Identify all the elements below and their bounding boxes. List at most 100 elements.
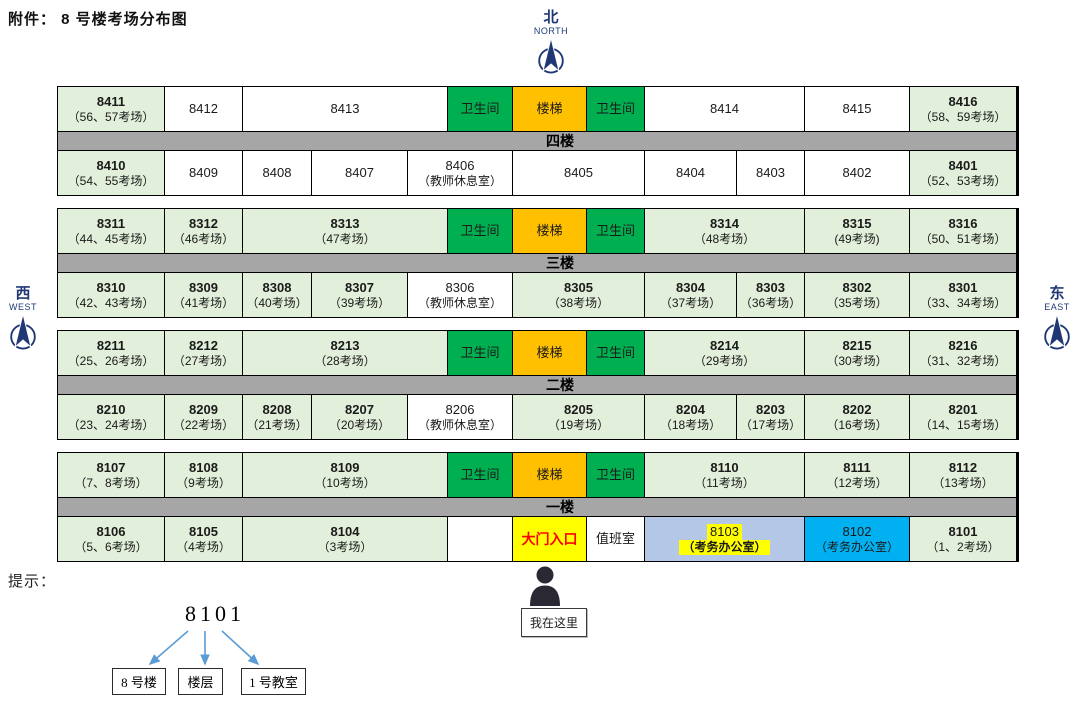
room-8103: 8103（考务办公室） bbox=[645, 517, 804, 561]
room-8408: 8408 bbox=[243, 151, 311, 195]
room-subtitle: （31、32考场） bbox=[919, 353, 1007, 368]
room-number: 8211 bbox=[96, 337, 126, 353]
room-subtitle: （1、2考场） bbox=[926, 539, 1000, 554]
room-subtitle: （58、59考场） bbox=[919, 109, 1007, 124]
room-subtitle: （10考场） bbox=[314, 475, 376, 490]
room-number: 8202 bbox=[842, 401, 872, 417]
room-number: 8110 bbox=[710, 459, 739, 475]
room-8211: 8211（25、26考场） bbox=[58, 331, 164, 375]
door-cell: 大门入口 bbox=[513, 517, 586, 561]
room-number: 大门入口 bbox=[521, 531, 578, 547]
room-subtitle: （17考场） bbox=[739, 417, 802, 432]
room-subtitle: （教师休息室） bbox=[417, 173, 502, 188]
room-8106: 8106（5、6考场） bbox=[58, 517, 164, 561]
room-8314: 8314（48考场） bbox=[645, 209, 804, 253]
restroom-cell: 卫生间 bbox=[448, 331, 512, 375]
room-number: 8316 bbox=[948, 215, 978, 231]
room-number: 8401 bbox=[948, 157, 978, 173]
room-number: 8104 bbox=[330, 523, 360, 539]
floor-label: 三楼 bbox=[546, 255, 574, 271]
room-number: 8108 bbox=[189, 459, 218, 475]
room-8415: 8415 bbox=[805, 87, 909, 131]
room-number: 8411 bbox=[96, 93, 126, 109]
room-8201: 8201（14、15考场） bbox=[910, 395, 1016, 439]
room-8110: 8110（11考场） bbox=[645, 453, 804, 497]
room-number: 8412 bbox=[189, 101, 218, 116]
room-number: 卫生间 bbox=[460, 223, 500, 238]
room-number: 8216 bbox=[948, 337, 978, 353]
room-8107: 8107（7、8考场） bbox=[58, 453, 164, 497]
room-subtitle: （38考场） bbox=[547, 295, 610, 310]
room-8206: 8206（教师休息室） bbox=[408, 395, 512, 439]
room-number: 8203 bbox=[756, 401, 785, 417]
room-subtitle: （52、53考场） bbox=[919, 173, 1007, 188]
room-number: 楼梯 bbox=[536, 223, 563, 238]
room-subtitle: （42、43考场） bbox=[67, 295, 155, 310]
room-subtitle: （37考场） bbox=[659, 295, 722, 310]
room-number: 8210 bbox=[96, 401, 126, 417]
room-number: 8206 bbox=[445, 401, 475, 417]
room-number: 8103 bbox=[707, 523, 742, 540]
room-subtitle: （23、24考场） bbox=[67, 417, 155, 432]
hint-label: 提示： bbox=[8, 573, 57, 590]
room-number: 8405 bbox=[564, 165, 593, 180]
room-subtitle: （7、8考场） bbox=[74, 475, 148, 490]
room-subtitle: （47考场） bbox=[314, 231, 376, 246]
room-number: 值班室 bbox=[595, 531, 635, 546]
compass-west: 西 WEST bbox=[3, 286, 43, 351]
room-number: 8410 bbox=[96, 157, 126, 173]
room-number: 8315 bbox=[842, 215, 872, 231]
room-number: 8304 bbox=[676, 279, 705, 295]
room-number: 8314 bbox=[710, 215, 739, 231]
room-8311: 8311（44、45考场） bbox=[58, 209, 164, 253]
room-8416: 8416（58、59考场） bbox=[910, 87, 1016, 131]
room-subtitle: （48考场） bbox=[693, 231, 756, 246]
room-8214: 8214（29考场） bbox=[645, 331, 804, 375]
room-number: 8407 bbox=[345, 165, 374, 180]
room-subtitle: （3考场） bbox=[317, 539, 373, 554]
compass-north-label-en: NORTH bbox=[533, 26, 569, 36]
room-number: 8204 bbox=[676, 401, 705, 417]
room-8306: 8306（教师休息室） bbox=[408, 273, 512, 317]
room-8112: 8112（13考场） bbox=[910, 453, 1016, 497]
compass-west-label: 西 bbox=[15, 285, 31, 302]
floor-block-3: 8311（44、45考场）8312（46考场）8313（47考场）卫生间楼梯卫生… bbox=[57, 208, 1019, 318]
room-subtitle: （考务办公室） bbox=[814, 539, 899, 554]
room-8208: 8208（21考场） bbox=[243, 395, 311, 439]
room-8301: 8301（33、34考场） bbox=[910, 273, 1016, 317]
room-number: 8208 bbox=[262, 401, 292, 417]
room-subtitle: （44、45考场） bbox=[67, 231, 155, 246]
restroom-cell: 卫生间 bbox=[448, 453, 512, 497]
room-8205: 8205（19考场） bbox=[513, 395, 644, 439]
room-8204: 8204（18考场） bbox=[645, 395, 736, 439]
room-8105: 8105（4考场） bbox=[165, 517, 242, 561]
room-number: 8111 bbox=[843, 459, 871, 475]
room-8207: 8207（20考场） bbox=[312, 395, 407, 439]
hint-box-floor: 楼层 bbox=[178, 668, 223, 695]
room-number: 卫生间 bbox=[595, 345, 635, 360]
compass-north: 北 NORTH bbox=[531, 10, 571, 75]
room-8102: 8102（考务办公室） bbox=[805, 517, 909, 561]
room-subtitle: （19考场） bbox=[547, 417, 610, 432]
room-number: 8413 bbox=[330, 101, 360, 116]
room-number: 8306 bbox=[445, 279, 475, 295]
room-number: 8305 bbox=[564, 279, 593, 295]
room-8212: 8212（27考场） bbox=[165, 331, 242, 375]
room-8413: 8413 bbox=[243, 87, 447, 131]
room-8305: 8305（38考场） bbox=[513, 273, 644, 317]
room-number: 8205 bbox=[564, 401, 593, 417]
room-8307: 8307（39考场） bbox=[312, 273, 407, 317]
compass-east: 东 EAST bbox=[1037, 286, 1077, 351]
room-subtitle: （28考场） bbox=[314, 353, 376, 368]
room-subtitle: （29考场） bbox=[693, 353, 756, 368]
room-number: 卫生间 bbox=[595, 467, 635, 482]
room-number: 8311 bbox=[96, 215, 126, 231]
corridor-floor-1: 一楼 bbox=[58, 498, 1016, 516]
restroom-cell: 卫生间 bbox=[587, 87, 644, 131]
floor-label: 一楼 bbox=[546, 499, 574, 515]
room-number: 8403 bbox=[756, 165, 785, 180]
room-number: 8416 bbox=[948, 93, 978, 109]
room-number: 8212 bbox=[189, 337, 218, 353]
